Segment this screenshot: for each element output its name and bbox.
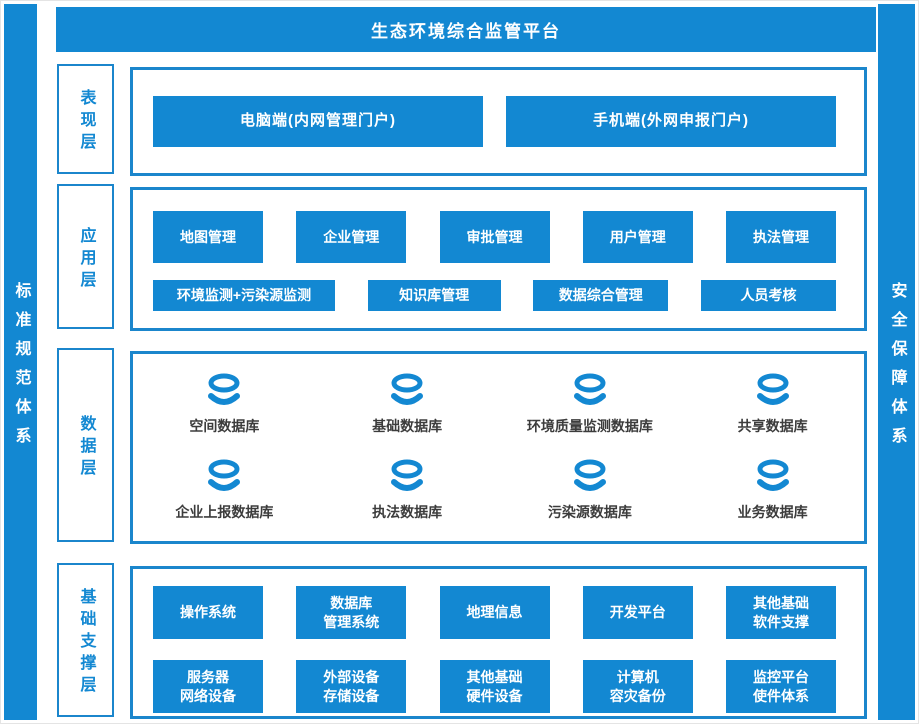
server-network-equipment-box: 服务器 网络设备 bbox=[153, 660, 263, 713]
approval-management-box: 审批管理 bbox=[439, 211, 550, 263]
security-system-label: 安全保障体系 bbox=[888, 281, 906, 456]
database-icon bbox=[208, 459, 241, 491]
business-database-label: 业务数据库 bbox=[737, 503, 808, 520]
application-row-1: 地图管理 企业管理 审批管理 用户管理 执法管理 bbox=[153, 211, 836, 263]
database-icon bbox=[391, 459, 424, 491]
presentation-layer-panel: 电脑端(内网管理门户) 手机端(外网申报门户) bbox=[130, 67, 867, 176]
infrastructure-layer-row: 基础支撑层 操作系统 数据库 管理系统 地理信息 开发平台 其他基础 软件支撑 … bbox=[57, 563, 867, 719]
mobile-portal-box: 手机端(外网申报门户) bbox=[506, 96, 836, 147]
basic-database-label: 基础数据库 bbox=[372, 418, 443, 435]
law-enforcement-database-label: 执法数据库 bbox=[372, 503, 443, 520]
data-layer-row: 数据层 空间数据库 基础数据库 环境质量监测数据库 bbox=[57, 348, 867, 544]
other-basic-hardware-box: 其他基础 硬件设备 bbox=[439, 660, 550, 713]
other-basic-software-box: 其他基础 软件支撑 bbox=[726, 586, 836, 639]
shared-database-label: 共享数据库 bbox=[737, 418, 808, 435]
application-row-2: 环境监测+污染源监测 知识库管理 数据综合管理 人员考核 bbox=[153, 280, 836, 311]
infrastructure-layer-label-box: 基础支撑层 bbox=[57, 563, 114, 717]
enterprise-report-database-item: 企业上报数据库 bbox=[133, 448, 316, 534]
presentation-layer-row: 表现层 电脑端(内网管理门户) 手机端(外网申报门户) bbox=[57, 64, 867, 176]
database-icon bbox=[208, 373, 241, 406]
enterprise-management-box: 企业管理 bbox=[296, 211, 407, 263]
business-database-item: 业务数据库 bbox=[681, 448, 864, 534]
env-quality-monitoring-database-label: 环境质量监测数据库 bbox=[526, 418, 653, 435]
application-layer-label-box: 应用层 bbox=[57, 184, 114, 329]
presentation-layer-label-box: 表现层 bbox=[57, 64, 114, 174]
pollution-source-database-item: 污染源数据库 bbox=[499, 448, 682, 534]
knowledge-base-management-box: 知识库管理 bbox=[367, 280, 501, 311]
spatial-database-label: 空间数据库 bbox=[189, 418, 260, 435]
pollution-source-database-label: 污染源数据库 bbox=[547, 503, 632, 520]
data-layer-panel: 空间数据库 基础数据库 环境质量监测数据库 共享数据库 bbox=[130, 351, 867, 544]
database-icon bbox=[756, 373, 789, 406]
application-layer-label: 应用层 bbox=[77, 226, 95, 293]
database-management-system-box: 数据库 管理系统 bbox=[296, 586, 407, 639]
application-layer-row: 应用层 地图管理 企业管理 审批管理 用户管理 执法管理 环境监测+污染源监测 … bbox=[57, 184, 867, 331]
data-comprehensive-management-box: 数据综合管理 bbox=[533, 280, 669, 311]
data-layer-label-box: 数据层 bbox=[57, 348, 114, 542]
basic-database-item: 基础数据库 bbox=[316, 362, 499, 448]
map-management-box: 地图管理 bbox=[153, 211, 263, 263]
infrastructure-row-2: 服务器 网络设备 外部设备 存储设备 其他基础 硬件设备 计算机 容灾备份 监控… bbox=[153, 660, 836, 713]
personnel-assessment-box: 人员考核 bbox=[700, 280, 836, 311]
pc-portal-box: 电脑端(内网管理门户) bbox=[153, 96, 483, 147]
security-system-bar: 安全保障体系 bbox=[878, 4, 915, 720]
database-icon bbox=[573, 373, 606, 406]
monitoring-platform-box: 监控平台 使件体系 bbox=[726, 660, 836, 713]
spatial-database-item: 空间数据库 bbox=[133, 362, 316, 448]
law-enforcement-management-box: 执法管理 bbox=[726, 211, 836, 263]
platform-title-bar: 生态环境综合监管平台 bbox=[56, 7, 876, 52]
geographic-information-box: 地理信息 bbox=[439, 586, 550, 639]
user-management-box: 用户管理 bbox=[582, 211, 693, 263]
env-quality-monitoring-database-item: 环境质量监测数据库 bbox=[499, 362, 682, 448]
infrastructure-layer-panel: 操作系统 数据库 管理系统 地理信息 开发平台 其他基础 软件支撑 服务器 网络… bbox=[130, 566, 867, 719]
environment-pollution-monitoring-box: 环境监测+污染源监测 bbox=[153, 280, 335, 311]
standards-system-label: 标准规范体系 bbox=[12, 281, 30, 456]
standards-system-bar: 标准规范体系 bbox=[4, 4, 37, 720]
enterprise-report-database-label: 企业上报数据库 bbox=[175, 503, 274, 520]
operating-system-box: 操作系统 bbox=[153, 586, 263, 639]
database-icon bbox=[756, 459, 789, 491]
application-layer-panel: 地图管理 企业管理 审批管理 用户管理 执法管理 环境监测+污染源监测 知识库管… bbox=[130, 187, 867, 331]
external-storage-equipment-box: 外部设备 存储设备 bbox=[296, 660, 407, 713]
infrastructure-layer-label: 基础支撑层 bbox=[77, 588, 95, 698]
development-platform-box: 开发平台 bbox=[582, 586, 693, 639]
data-layer-label: 数据层 bbox=[77, 415, 95, 481]
computer-disaster-recovery-box: 计算机 容灾备份 bbox=[582, 660, 693, 713]
database-icon bbox=[573, 459, 606, 491]
shared-database-item: 共享数据库 bbox=[681, 362, 864, 448]
platform-title: 生态环境综合监管平台 bbox=[371, 22, 561, 41]
presentation-layer-label: 表现层 bbox=[77, 89, 95, 155]
database-icon bbox=[391, 373, 424, 406]
infrastructure-row-1: 操作系统 数据库 管理系统 地理信息 开发平台 其他基础 软件支撑 bbox=[153, 586, 836, 639]
law-enforcement-database-item: 执法数据库 bbox=[316, 448, 499, 534]
